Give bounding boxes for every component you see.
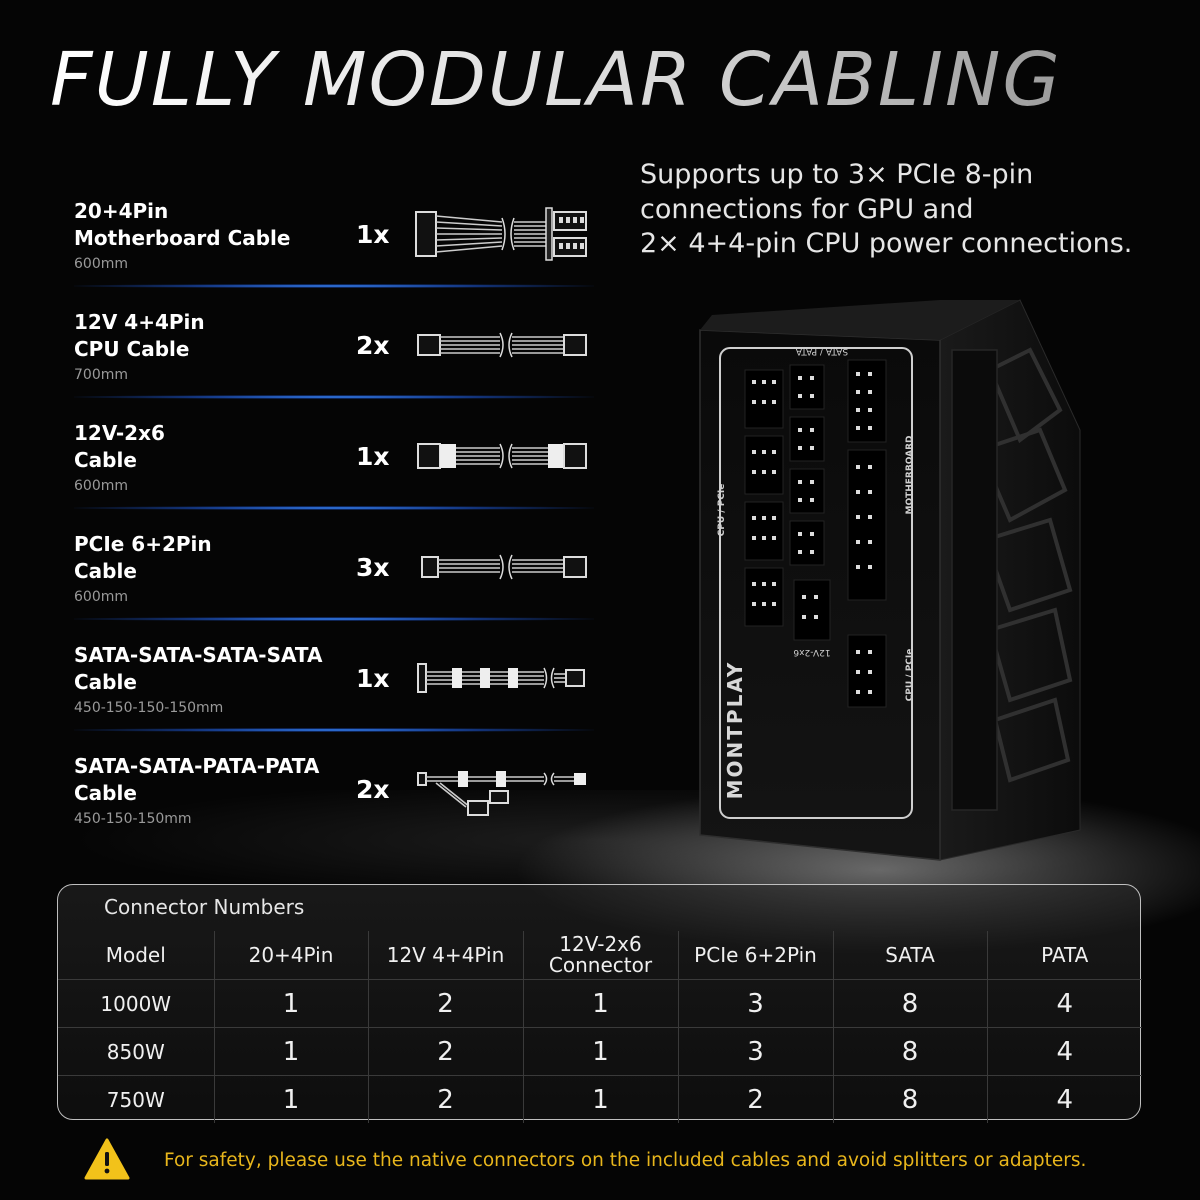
12v-2x6-cable-icon xyxy=(417,443,587,469)
motherboard-cable-icon xyxy=(415,207,587,261)
table-cell: 1 xyxy=(522,1027,678,1076)
header-model: Model xyxy=(58,931,214,980)
psu-label-sata-pata: SATA / PATA xyxy=(795,346,848,356)
cable-item-pcie: PCIe 6+2Pin Cable 600mm 3x xyxy=(0,523,620,623)
cable-length: 600mm xyxy=(74,256,128,272)
psu-brand-logo: MONTPLAY xyxy=(723,661,747,800)
header-12v-2x6-line-1: 12V-2x6 xyxy=(559,932,642,956)
cable-item-sata-pata: SATA-SATA-PATA-PATA Cable 450-150-150mm … xyxy=(0,745,620,845)
cable-name-line-2: Cable xyxy=(74,448,137,472)
header-pcie: PCIe 6+2Pin xyxy=(677,931,833,980)
supports-text: Supports up to 3× PCIe 8-pin connections… xyxy=(640,158,1180,262)
header-20-4pin: 20+4Pin xyxy=(213,931,368,980)
cable-name-line-1: PCIe 6+2Pin xyxy=(74,532,212,556)
cable-name-line-2: Cable xyxy=(74,559,137,583)
cable-name-line-2: CPU Cable xyxy=(74,337,190,361)
cable-name-line-1: 12V-2x6 xyxy=(74,421,165,445)
cable-name: SATA-SATA-SATA-SATA Cable xyxy=(74,642,344,696)
table-cell: 2 xyxy=(367,1075,523,1123)
cable-name-line-1: SATA-SATA-PATA-PATA xyxy=(74,754,320,778)
table-cell: 1 xyxy=(213,979,368,1028)
cable-name-line-1: 12V 4+4Pin xyxy=(74,310,205,334)
table-cell: 4 xyxy=(986,1075,1142,1123)
psu-unit-image: SATA / PATA xyxy=(699,299,1081,861)
cable-name-line-1: 20+4Pin xyxy=(74,199,169,223)
table-cell: 1 xyxy=(522,1075,678,1123)
page-title: FULLY MODULAR CABLING xyxy=(50,30,1150,130)
table-cell: 2 xyxy=(367,979,523,1028)
connector-table-panel: Connector Numbers Model 20+4Pin 12V 4+4P… xyxy=(57,884,1142,1123)
cable-length: 450-150-150-150mm xyxy=(74,700,224,716)
safety-warning-text: For safety, please use the native connec… xyxy=(164,1150,1087,1171)
cable-quantity: 1x xyxy=(356,442,390,471)
cable-name: 12V-2x6 Cable xyxy=(74,420,344,474)
divider-line xyxy=(74,395,594,399)
cable-quantity: 1x xyxy=(356,220,390,249)
table-cell: 1 xyxy=(522,979,678,1028)
cpu-cable-icon xyxy=(417,332,587,358)
cable-item-sata: SATA-SATA-SATA-SATA Cable 450-150-150-15… xyxy=(0,634,620,734)
psu-label-cpu-pcie-left: CPU / PCIe xyxy=(717,484,727,537)
table-row: 1000W 1 2 1 3 8 4 xyxy=(58,979,1142,1028)
cable-name: 20+4Pin Motherboard Cable xyxy=(74,198,344,252)
psu-label-cpu-pcie-right: CPU / PCIe xyxy=(905,649,915,702)
pcie-cable-icon xyxy=(421,554,587,580)
supports-line-1: Supports up to 3× PCIe 8-pin xyxy=(640,159,1034,190)
sata-cable-icon xyxy=(417,663,585,693)
table-row: 750W 1 2 1 2 8 4 xyxy=(58,1075,1142,1123)
header-pata: PATA xyxy=(986,931,1142,980)
sata-pata-cable-icon xyxy=(417,771,586,816)
table-cell: 8 xyxy=(832,979,987,1028)
psu-label-motherboard: MOTHERBOARD xyxy=(905,436,915,515)
cable-length: 600mm xyxy=(74,478,128,494)
table-cell: 3 xyxy=(677,1027,833,1076)
cable-item-12v-2x6: 12V-2x6 Cable 600mm 1x xyxy=(0,412,620,512)
table-cell: 3 xyxy=(677,979,833,1028)
cable-name: 12V 4+4Pin CPU Cable xyxy=(74,309,344,363)
table-cell: 1 xyxy=(213,1075,368,1123)
cable-name: PCIe 6+2Pin Cable xyxy=(74,531,344,585)
table-cell: 4 xyxy=(986,1027,1142,1076)
divider-line xyxy=(74,617,594,621)
divider-line xyxy=(74,506,594,510)
table-cell: 8 xyxy=(832,1075,987,1123)
header-12v-2x6-line-2: Connector xyxy=(548,953,653,977)
table-cell-model: 1000W xyxy=(58,979,214,1028)
table-cell: 1 xyxy=(213,1027,368,1076)
cable-name-line-2: Motherboard Cable xyxy=(74,226,291,250)
table-cell: 4 xyxy=(986,979,1142,1028)
table-cell: 8 xyxy=(832,1027,987,1076)
cable-name: SATA-SATA-PATA-PATA Cable xyxy=(74,753,344,807)
cable-quantity: 3x xyxy=(356,553,390,582)
cable-item-cpu: 12V 4+4Pin CPU Cable 700mm 2x xyxy=(0,301,620,401)
header-sata: SATA xyxy=(832,931,987,980)
safety-warning: For safety, please use the native connec… xyxy=(84,1138,1174,1184)
cable-length: 450-150-150mm xyxy=(74,811,192,827)
supports-line-3: 2× 4+4-pin CPU power connections. xyxy=(640,228,1133,259)
cable-length: 600mm xyxy=(74,589,128,605)
cable-quantity: 2x xyxy=(356,775,390,804)
cable-quantity: 1x xyxy=(356,664,390,693)
table-cell: 2 xyxy=(677,1075,833,1123)
table-row: 850W 1 2 1 3 8 4 xyxy=(58,1027,1142,1076)
table-cell: 2 xyxy=(367,1027,523,1076)
table-title: Connector Numbers xyxy=(104,895,305,919)
supports-line-2: connections for GPU and xyxy=(640,193,974,225)
divider-line xyxy=(74,284,594,288)
cable-name-line-2: Cable xyxy=(74,670,137,694)
psu-label-12v-2x6: 12V-2x6 xyxy=(793,647,830,657)
table-cell-model: 750W xyxy=(106,1087,165,1112)
cable-quantity: 2x xyxy=(356,331,390,360)
cable-length: 700mm xyxy=(74,367,128,383)
cable-name-line-1: SATA-SATA-SATA-SATA xyxy=(74,643,323,667)
divider-line xyxy=(74,728,594,732)
header-12v-4-4pin: 12V 4+4Pin xyxy=(367,931,523,980)
table-cell-model: 850W xyxy=(58,1027,214,1076)
cable-name-line-2: Cable xyxy=(74,781,137,805)
cable-item-motherboard: 20+4Pin Motherboard Cable 600mm 1x xyxy=(0,190,620,290)
warning-icon xyxy=(84,1138,130,1180)
